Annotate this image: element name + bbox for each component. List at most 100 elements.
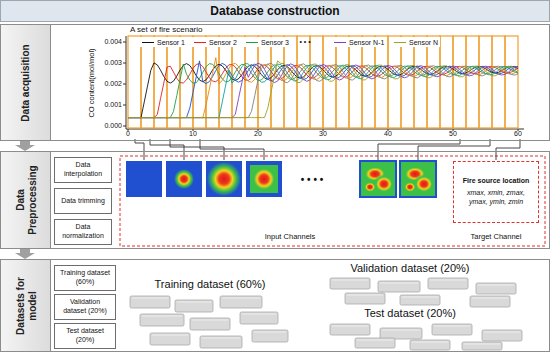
process-box: Validation dataset (20%): [54, 294, 116, 320]
sample-block-edge: [402, 297, 438, 298]
time-window: [323, 36, 336, 128]
co-curve: [128, 63, 518, 118]
legend-line: [334, 42, 346, 43]
sample-block: [330, 324, 370, 335]
arrow-shaft: [20, 141, 30, 145]
time-window: [141, 36, 154, 128]
time-window: [154, 36, 167, 128]
sample-block-edge: [484, 332, 520, 333]
process-box: Training dataset (60%): [54, 265, 116, 291]
box-text: Validation dataset (20%): [58, 298, 112, 316]
section-label: Data Preprocessing: [15, 157, 38, 243]
sample-block-edge: [412, 342, 448, 343]
chart-label: 10: [189, 130, 197, 138]
channel-image: [126, 161, 162, 197]
co-curve: [128, 61, 518, 118]
chart-label: 0.003: [104, 59, 122, 67]
chart-label: 0: [126, 130, 130, 138]
sample-block-edge: [254, 332, 286, 333]
time-window: [336, 36, 349, 128]
process-box: Data normalization: [54, 219, 112, 245]
time-window: [297, 36, 310, 128]
time-window: [466, 36, 479, 128]
box-text: Test dataset (20%): [58, 327, 112, 345]
legend-text: Sensor 3: [261, 39, 289, 46]
fire-spot: [403, 181, 417, 193]
legend-line: [142, 42, 154, 43]
chart-label: 0.001: [104, 101, 122, 109]
sample-block-edge: [434, 326, 470, 327]
time-window: [453, 36, 466, 128]
sample-block: [400, 295, 440, 305]
channel-image: [246, 161, 282, 197]
sample-block: [428, 278, 468, 289]
chart-label: 40: [384, 130, 392, 138]
chart-label: 30: [319, 130, 327, 138]
sample-block-edge: [430, 280, 466, 281]
feed-line: [135, 139, 144, 160]
chart-label: • • • •: [301, 174, 323, 185]
time-window: [375, 36, 388, 128]
chart-label: Target Channel: [471, 233, 522, 241]
title-text: Database construction: [210, 4, 339, 18]
sample-block-edge: [464, 344, 500, 345]
legend-item: Sensor 1: [140, 37, 187, 47]
channel-image: [360, 161, 396, 197]
sample-block: [380, 328, 422, 339]
box-text: Fire source location: [463, 177, 530, 186]
time-window: [492, 36, 505, 128]
channel-edge: [400, 161, 436, 197]
time-window: [440, 36, 453, 128]
chart-label: Input Channels: [265, 233, 315, 241]
channel-image: [166, 161, 202, 197]
chart-label: 0.004: [104, 38, 122, 46]
legend-line: [246, 42, 258, 43]
feed-line: [170, 139, 224, 160]
process-box: Data trimming: [54, 188, 112, 214]
channel-frame: [120, 156, 545, 246]
y-axis: [126, 36, 127, 129]
sample-block-edge: [222, 298, 260, 299]
chart-label: Test dataset (20%): [364, 307, 456, 319]
fire-spot: [250, 165, 278, 193]
feed-line: [418, 139, 490, 160]
time-window: [388, 36, 401, 128]
sample-block-edge: [332, 326, 368, 327]
process-box: Data interpolation: [54, 157, 112, 183]
sample-block-edge: [177, 302, 211, 303]
feed-line: [200, 139, 264, 160]
chart-label: Training dataset (60%): [155, 278, 266, 290]
sample-block: [150, 333, 190, 345]
sample-block: [200, 336, 242, 348]
time-window: [479, 36, 492, 128]
sample-block-edge: [202, 338, 240, 339]
x-axis: [126, 129, 524, 130]
sample-block: [432, 324, 472, 335]
sample-block: [190, 318, 230, 330]
chart-label: 0.000: [104, 122, 122, 130]
legend-item: Sensor N: [392, 37, 440, 47]
y-tick: [123, 42, 126, 43]
sample-block-edge: [192, 320, 228, 321]
sample-block-edge: [347, 295, 383, 296]
box-text: Data trimming: [61, 197, 105, 206]
legend-line: [394, 42, 406, 43]
sample-block: [175, 300, 213, 312]
chart-label: 20: [254, 130, 262, 138]
fire-spot: [207, 162, 241, 196]
feed-line: [378, 139, 460, 160]
sample-block-edge: [332, 280, 368, 281]
y-tick: [123, 63, 126, 64]
chart-label: A set of fire scenario: [130, 26, 202, 35]
y-tick: [123, 84, 126, 85]
time-window: [401, 36, 414, 128]
box-text: Data normalization: [58, 223, 108, 241]
sample-block-edge: [382, 330, 420, 331]
channel-image: [206, 161, 242, 197]
sample-block: [252, 330, 288, 342]
process-box: Test dataset (20%): [54, 323, 116, 349]
sample-block: [355, 338, 395, 348]
sample-block-edge: [357, 340, 393, 341]
sample-block-edge: [152, 335, 188, 336]
